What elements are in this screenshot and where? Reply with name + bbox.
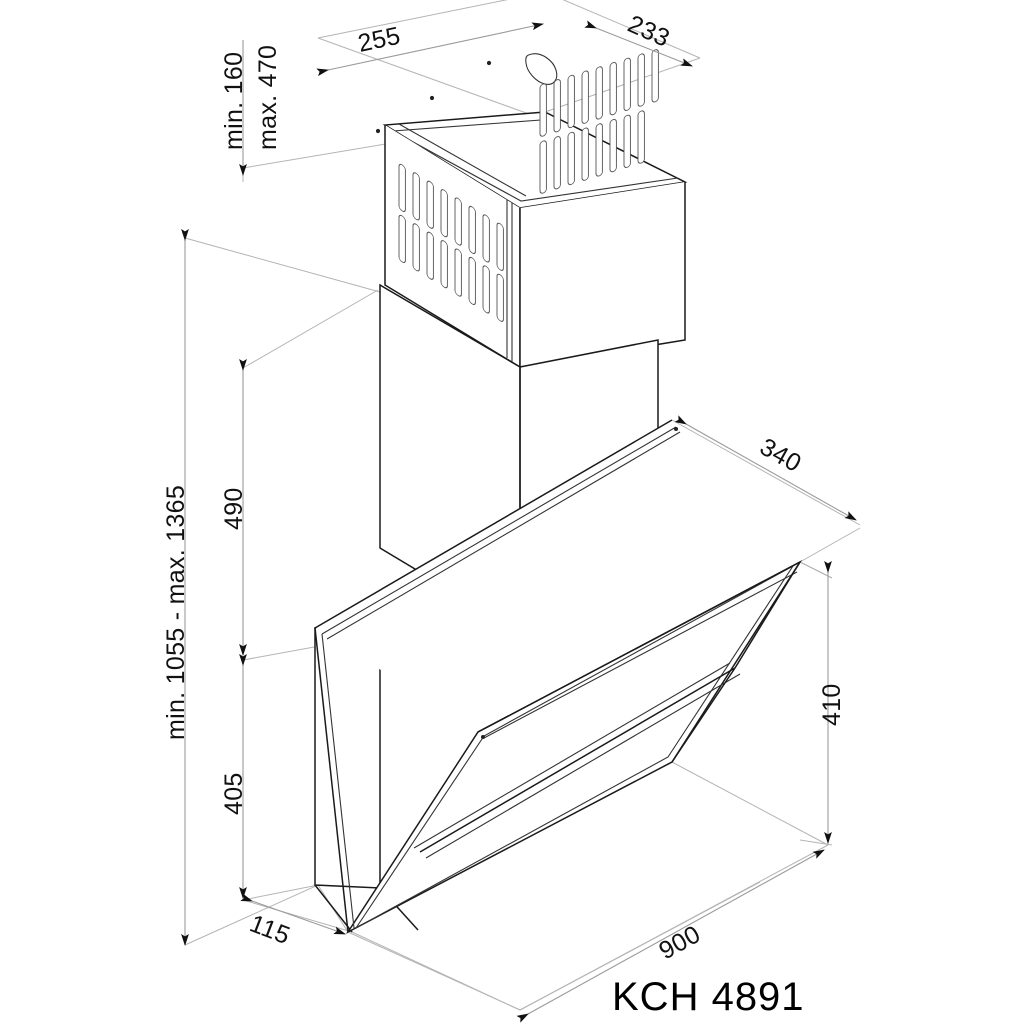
dimension-telescope: min. 160 max. 470 [220, 40, 282, 176]
dimension-233-label: 233 [624, 10, 674, 53]
dimension-490-label: 490 [220, 487, 248, 530]
dimension-255: 255 [316, 22, 544, 77]
dimension-max470-label: max. 470 [254, 45, 282, 150]
dimension-900-label: 900 [654, 920, 705, 965]
dimension-min160-label: min. 160 [220, 52, 248, 150]
dimension-410-label: 410 [818, 683, 846, 726]
dimension-405: 405 [220, 654, 248, 899]
dimension-total-height-label: min. 1055 - max. 1365 [162, 485, 190, 740]
dimension-490: 490 [220, 359, 248, 656]
vent-slots-right [539, 49, 659, 194]
vent-slots-left [398, 163, 504, 322]
dimension-410: 410 [818, 561, 846, 844]
dimension-255-label: 255 [355, 22, 403, 58]
dimension-115-label: 115 [246, 909, 294, 950]
dimension-total-height: min. 1055 - max. 1365 [162, 229, 190, 946]
glass-front-panel [314, 427, 803, 934]
model-label: KCH 4891 [612, 975, 805, 1019]
chimney-upper [375, 49, 688, 369]
dimension-405-label: 405 [220, 772, 248, 815]
